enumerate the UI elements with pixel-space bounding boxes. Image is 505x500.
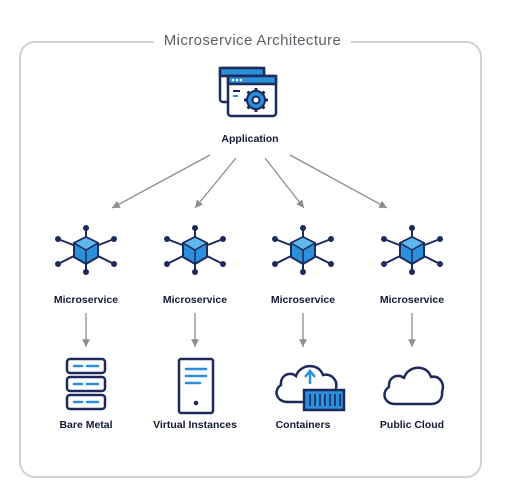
- microservice-label-4: Microservice: [379, 294, 445, 306]
- arrow-app-to-ms-4: [289, 154, 388, 209]
- arrow-app-to-ms-1: [111, 154, 211, 209]
- microservice-hub-icon: [381, 225, 443, 275]
- microservice-label-1: Microservice: [53, 294, 119, 306]
- diagram-title: Microservice Architecture: [153, 32, 352, 49]
- diagram-title-wrap: Microservice Architecture: [0, 32, 505, 50]
- cloud-icon: [383, 366, 445, 406]
- target-label-containers: Containers: [275, 419, 331, 431]
- target-label-public-cloud: Public Cloud: [379, 419, 445, 431]
- virtual-server-icon: [177, 357, 215, 415]
- microservice-hub-icon: [272, 225, 334, 275]
- target-label-bare-metal: Bare Metal: [59, 419, 113, 431]
- cloud-container-icon: [275, 364, 346, 412]
- microservice-label-2: Microservice: [162, 294, 228, 306]
- arrow-app-to-ms-2: [194, 157, 237, 209]
- application-gear-icon: [218, 66, 278, 118]
- server-stack-icon: [65, 357, 107, 411]
- arrow-app-to-ms-3: [264, 157, 305, 209]
- microservice-label-3: Microservice: [270, 294, 336, 306]
- microservice-hub-icon: [55, 225, 117, 275]
- application-label: Application: [221, 133, 279, 145]
- target-label-virtual-instances: Virtual Instances: [153, 419, 237, 431]
- microservice-hub-icon: [164, 225, 226, 275]
